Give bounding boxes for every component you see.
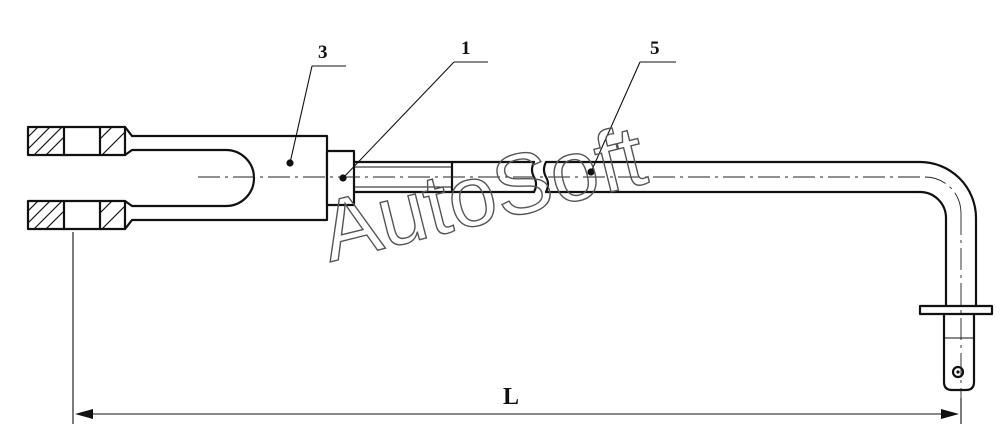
- dimension-label: L: [503, 384, 519, 410]
- dimension-l: L: [72, 232, 962, 424]
- callout-5: 5: [587, 38, 676, 176]
- rod: [450, 160, 994, 392]
- centerlines: [198, 176, 962, 398]
- watermark-text: AutoSoft: [311, 107, 654, 280]
- callout-label-1: 1: [461, 38, 471, 59]
- clevis-fork: [26, 125, 356, 231]
- callout-label-5: 5: [650, 38, 660, 59]
- callout-3: 3: [286, 42, 346, 167]
- callout-1: 1: [339, 38, 488, 182]
- callout-label-3: 3: [318, 42, 328, 63]
